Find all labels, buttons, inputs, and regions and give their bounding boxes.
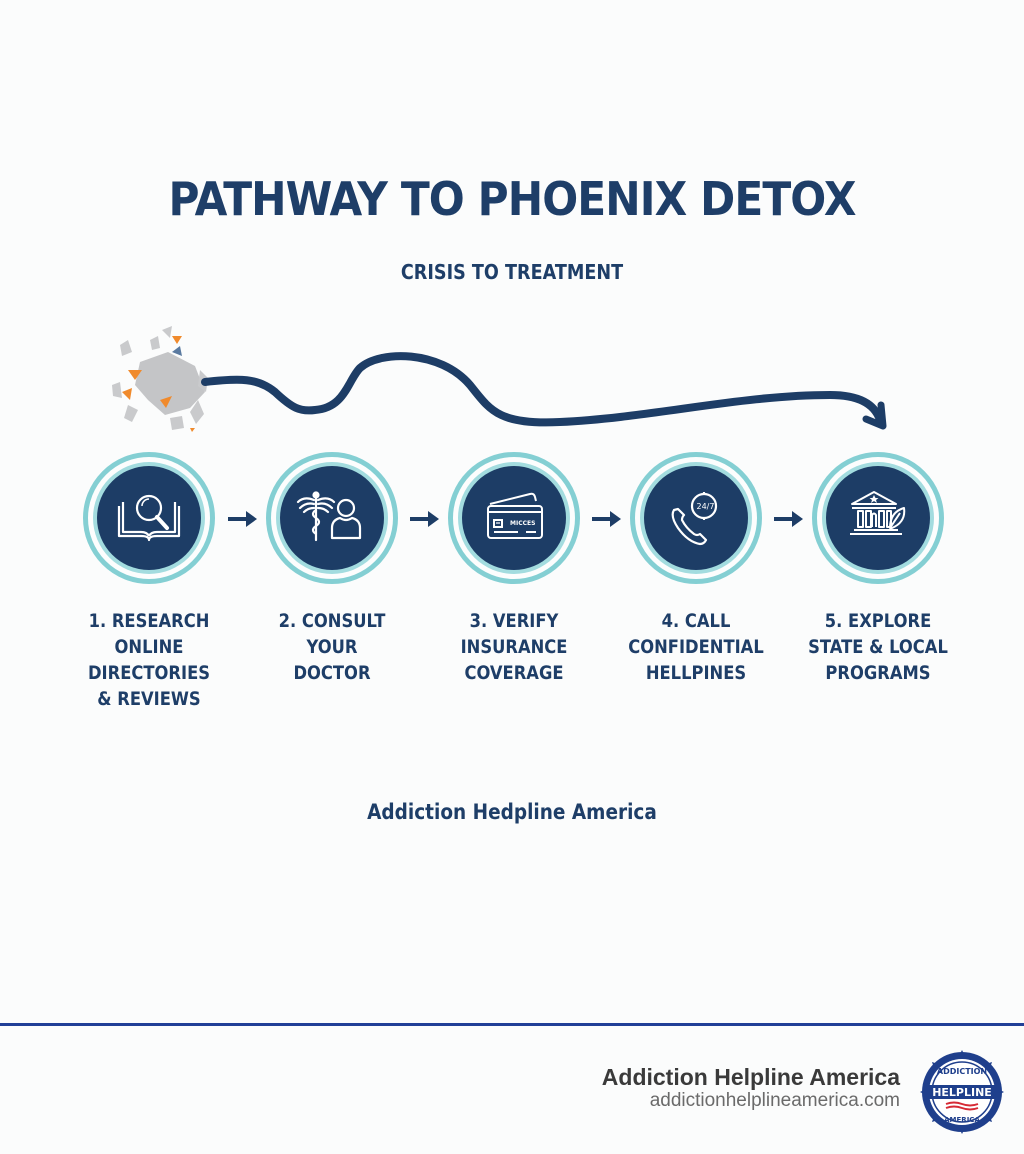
step-label-line: 2. CONSULT — [278, 610, 386, 632]
book-magnifier-icon — [117, 494, 181, 542]
step-5-circle — [812, 452, 944, 584]
step-3-circle: MICCES — [448, 452, 580, 584]
step-label-line: DOCTOR — [293, 662, 371, 684]
footer-divider — [0, 1023, 1024, 1026]
step-label-line: ONLINE DIRECTORIES — [87, 636, 211, 684]
step-label-line: & REVIEWS — [97, 688, 201, 710]
step-2-circle — [266, 452, 398, 584]
step-1-circle — [83, 452, 215, 584]
footer-brand-name: Addiction Helpline America — [601, 1064, 900, 1090]
step-2-label: 2. CONSULT YOUR DOCTOR — [246, 608, 418, 686]
step-label-line: YOUR — [306, 636, 358, 658]
step-core — [280, 466, 384, 570]
step-1-label: 1. RESEARCH ONLINE DIRECTORIES & REVIEWS — [63, 608, 235, 712]
svg-text:MICCES: MICCES — [510, 520, 535, 527]
step-arrow-icon — [592, 511, 621, 527]
helpline-badge-logo: ADDICTION HELPLINE AMERICA — [920, 1050, 1004, 1134]
step-label-line: COVERAGE — [464, 662, 564, 684]
step-3-label: 3. VERIFY INSURANCE COVERAGE — [428, 608, 600, 686]
page-title: PATHWAY TO PHOENIX DETOX — [168, 172, 856, 226]
step-arrow-icon — [228, 511, 257, 527]
svg-text:ADDICTION: ADDICTION — [937, 1067, 987, 1076]
step-core — [97, 466, 201, 570]
step-5-label: 5. EXPLORE STATE & LOCAL PROGRAMS — [792, 608, 964, 686]
crisis-to-treatment-path — [112, 326, 887, 432]
page-subtitle: CRISIS TO TREATMENT — [400, 260, 624, 284]
shattered-crisis-icon — [112, 326, 208, 432]
svg-text:24/7: 24/7 — [697, 502, 715, 511]
step-label-line: STATE & LOCAL — [808, 636, 948, 658]
step-arrow-icon — [410, 511, 439, 527]
step-label-line: 1. RESEARCH — [88, 610, 210, 632]
svg-text:HELPLINE: HELPLINE — [932, 1086, 992, 1099]
step-core — [826, 466, 930, 570]
step-label-line: 5. EXPLORE — [824, 610, 932, 632]
badge-seal-icon: ADDICTION HELPLINE AMERICA — [920, 1050, 1004, 1134]
caduceus-doctor-icon — [296, 491, 362, 542]
insurance-card-icon: MICCES — [487, 492, 543, 539]
svg-text:AMERICA: AMERICA — [944, 1116, 980, 1124]
step-label-line: HELLPINES — [645, 662, 747, 684]
step-label-line: 4. CALL — [661, 610, 731, 632]
phone-24-7-icon: 24/7 — [671, 492, 718, 546]
step-core: MICCES — [462, 466, 566, 570]
step-label-line: PROGRAMS — [825, 662, 931, 684]
footer-url-link[interactable]: addictionhelplineamerica.com — [649, 1090, 900, 1111]
step-label-line: CONFIDENTIAL — [628, 636, 764, 658]
brand-caption: Addiction Hedpline America — [367, 800, 657, 824]
winding-arrow-path — [201, 352, 884, 427]
arrow-head-icon — [862, 401, 887, 430]
step-label-line: INSURANCE — [460, 636, 568, 658]
step-label-line: 3. VERIFY — [469, 610, 559, 632]
step-4-circle: 24/7 — [630, 452, 762, 584]
step-4-label: 4. CALL CONFIDENTIAL HELLPINES — [610, 608, 782, 686]
government-building-leaf-icon — [850, 491, 906, 535]
step-arrow-icon — [774, 511, 803, 527]
step-core: 24/7 — [644, 466, 748, 570]
